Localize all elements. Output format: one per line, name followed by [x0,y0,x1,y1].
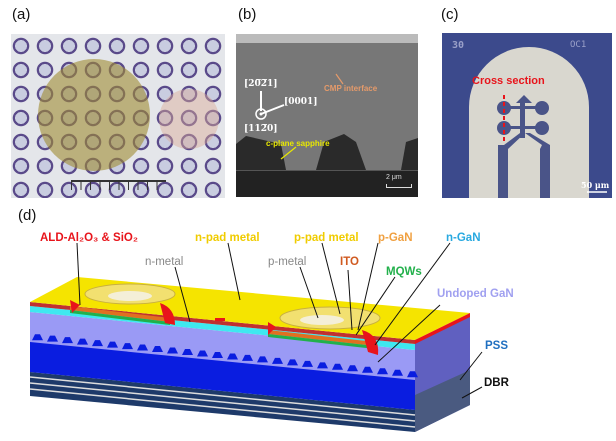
pss-cone [377,368,388,375]
label-n-metal: n-metal [145,256,184,268]
pss-cone [77,338,88,345]
arrow-right-icon [260,104,285,115]
label-p-metal: p-metal [268,256,307,268]
label-undoped-gan: Undoped GaN [437,288,514,300]
small-wafer [159,89,219,149]
pss-cone [137,344,148,351]
mesa-right [268,306,381,355]
pss-cone [272,357,283,364]
pss-cone [197,350,208,357]
pss-cone [152,346,163,353]
pss-cone [167,347,178,354]
pss-cone [242,354,253,361]
pss-layer [30,340,415,410]
panel-label-d: (d) [18,207,37,224]
pss-cone [227,353,238,360]
label-n-gan: n-GaN [446,232,481,244]
scale-bar [386,184,412,188]
panel-label-c: (c) [441,6,459,23]
label-ald: ALD-Al₂O₃ & SiO₂ [40,232,138,244]
large-wafer [38,59,150,171]
cmp-interface-label: CMP interface [324,84,378,93]
pss-cone [182,349,193,356]
label-p-pad: p-pad metal [294,232,359,244]
wafer-photo [11,34,225,198]
pss-cone [32,334,43,341]
panel-label-b: (b) [238,6,257,23]
cross-section-label: Cross section [472,75,545,87]
pss-cone [317,362,328,369]
label-ito: ITO [340,256,359,268]
label-mqw: MQWs [386,266,422,278]
label-dbr: DBR [484,377,509,389]
pss-cone [62,337,73,344]
pss-cone [257,356,268,363]
sapphire-label: c-plane sapphire [266,139,330,148]
label-pss: PSS [485,340,509,352]
pss-cone [287,359,298,366]
pss-cone [407,371,418,378]
label-p-gan: p-GaN [378,232,413,244]
pss-cone [302,360,313,367]
sem-info-bar [236,170,418,197]
microscope-chip: 30 OC1 Cross section 50 μm [442,33,612,198]
pss-cone [347,365,358,372]
sem-structure [236,73,418,170]
pss-cone [212,351,223,358]
pss-cone [332,363,343,370]
pss-cone [122,343,133,350]
sem-cross-section: [20̅2̅1] [0001] [112̅0] CMP interface c-… [236,34,418,197]
panel-label-a: (a) [12,6,31,23]
pss-cone [392,369,403,376]
label-n-pad: n-pad metal [195,232,260,244]
mesa-left [70,283,176,325]
pss-cone [362,366,373,373]
out-of-plane-icon [255,108,267,120]
pss-cone [47,335,58,342]
ruler [71,180,166,190]
pss-cone [92,340,103,347]
electrode-pattern [497,95,607,198]
chip-scale-label: 50 μm [581,180,610,190]
undoped-gan-layer [30,312,415,380]
pss-cone [107,341,118,348]
